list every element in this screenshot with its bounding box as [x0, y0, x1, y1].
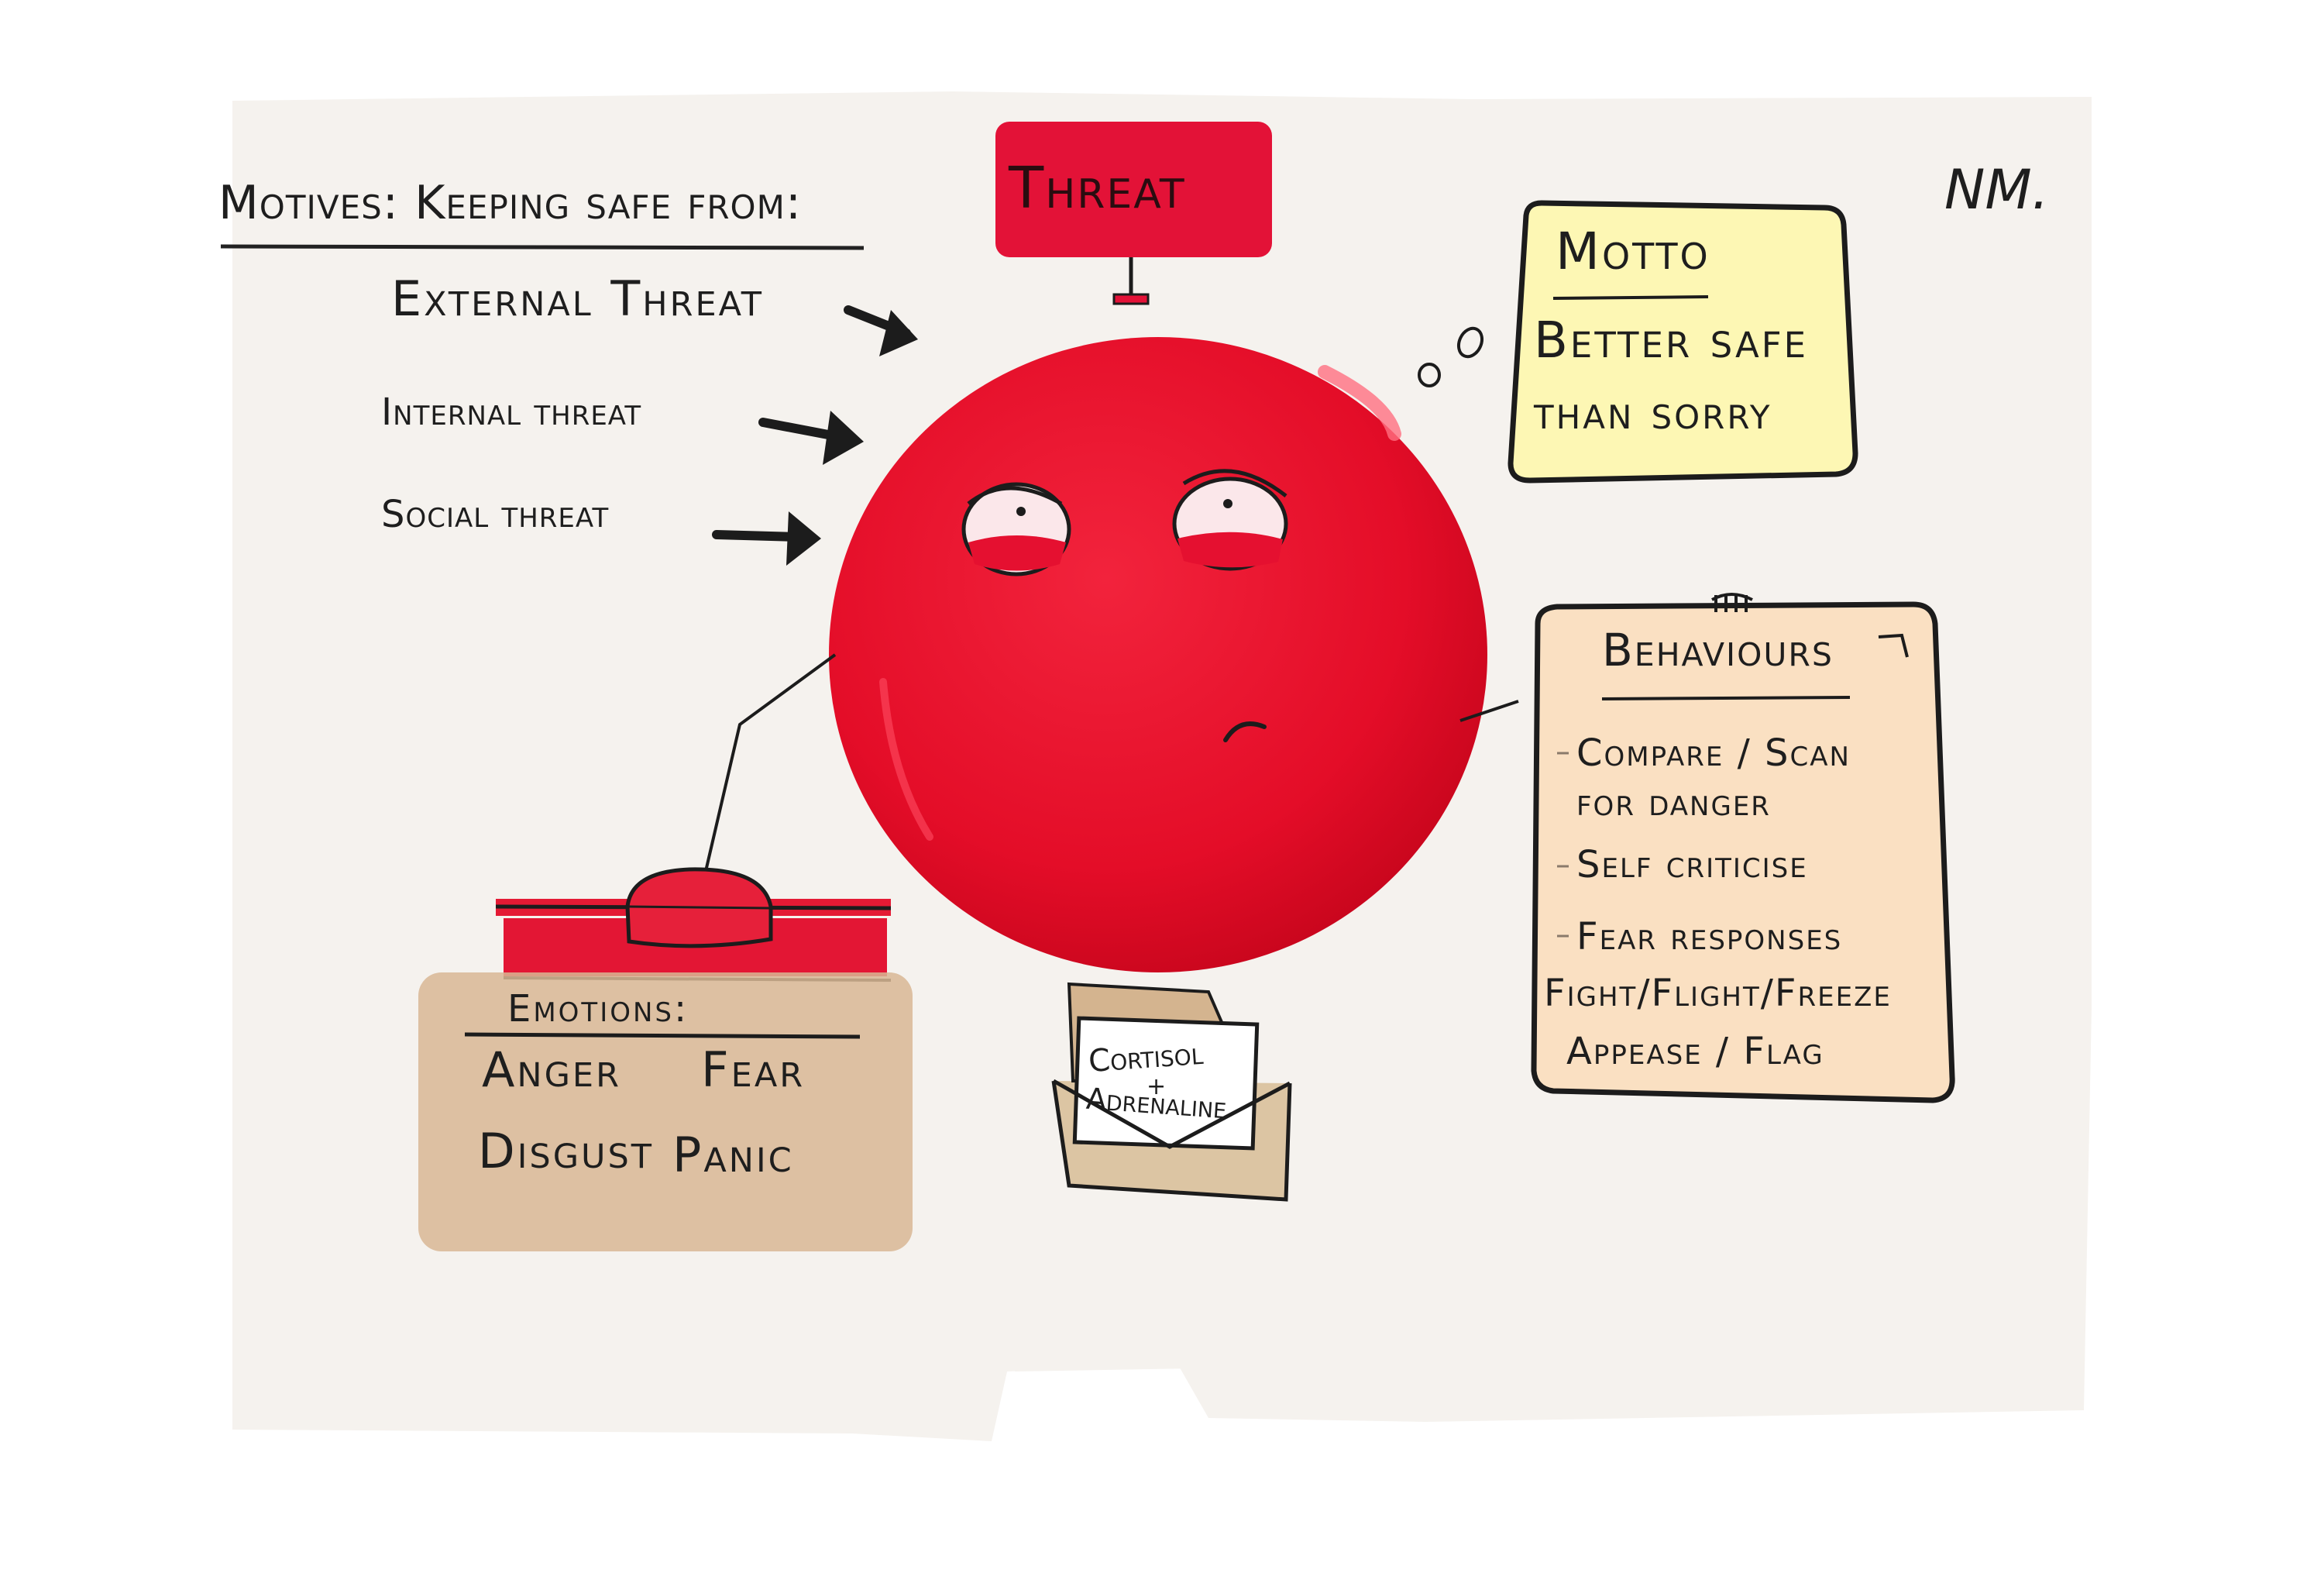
emotions-box	[418, 972, 913, 1251]
cortisol-label: Cortisol	[1087, 1035, 1205, 1080]
behaviours-heading: Behaviours	[1602, 624, 1834, 676]
behaviour-item: Appease / Flag	[1566, 1030, 1824, 1073]
internal-threat-arrow	[758, 411, 864, 465]
behaviours-corner-mark	[1878, 633, 1909, 658]
emotions-heading: Emotions:	[507, 987, 689, 1031]
emotion-item: Disgust	[478, 1123, 655, 1179]
social-threat-label: Social threat	[381, 493, 610, 536]
threat-character-right-eye	[1172, 469, 1288, 571]
external-threat-arrow	[844, 305, 918, 356]
motto-line: than sorry	[1534, 386, 1772, 440]
threat-character-right-arm	[1459, 700, 1519, 722]
threat-character-highlight	[1318, 365, 1401, 441]
thought-bubble-small	[1418, 363, 1441, 387]
motives-title: Motives: Keeping safe from:	[218, 176, 803, 230]
threat-sign	[995, 122, 1272, 257]
thought-bubble-medium	[1456, 326, 1484, 359]
motto-heading: Motto	[1556, 222, 1710, 281]
emotions-underline	[464, 1032, 861, 1039]
external-threat-label: External Threat	[391, 270, 765, 327]
behaviour-item: Fear responses	[1576, 915, 1843, 958]
motto-line: Better safe	[1534, 312, 1809, 370]
paper-background-lower	[1007, 1186, 1452, 1371]
hormone-plus-sign: +	[1147, 1073, 1167, 1100]
behaviours-bullet-marks	[1557, 752, 1569, 938]
title-underline	[220, 244, 865, 250]
threat-sign-post-base	[1112, 293, 1150, 305]
threat-character-mouth	[1223, 721, 1267, 742]
behaviours-underline	[1601, 696, 1851, 700]
artist-signature: NM.	[1944, 158, 2050, 222]
social-threat-arrow	[712, 511, 821, 566]
behaviours-clip-icon	[1711, 593, 1753, 612]
threat-sign-label: Threat	[1009, 155, 1186, 222]
emotion-item: Anger	[482, 1041, 621, 1098]
threat-character-highlight-lower	[879, 678, 933, 841]
behaviour-item: Compare / Scan	[1576, 731, 1851, 775]
hormone-envelope	[1051, 982, 1292, 1202]
behaviour-item: for danger	[1576, 781, 1771, 824]
behaviour-item: Self criticise	[1576, 843, 1808, 886]
behaviours-box	[1531, 601, 1955, 1103]
motto-box	[1508, 200, 1858, 484]
internal-threat-label: Internal threat	[381, 391, 642, 434]
emotion-item: Fear	[701, 1041, 806, 1098]
motto-underline	[1552, 295, 1709, 300]
panic-button-rim	[628, 905, 772, 910]
behaviour-item: Fight/Flight/Freeze	[1544, 972, 1892, 1015]
threat-character-left-eye	[961, 482, 1071, 576]
emotion-item: Panic	[672, 1127, 794, 1183]
